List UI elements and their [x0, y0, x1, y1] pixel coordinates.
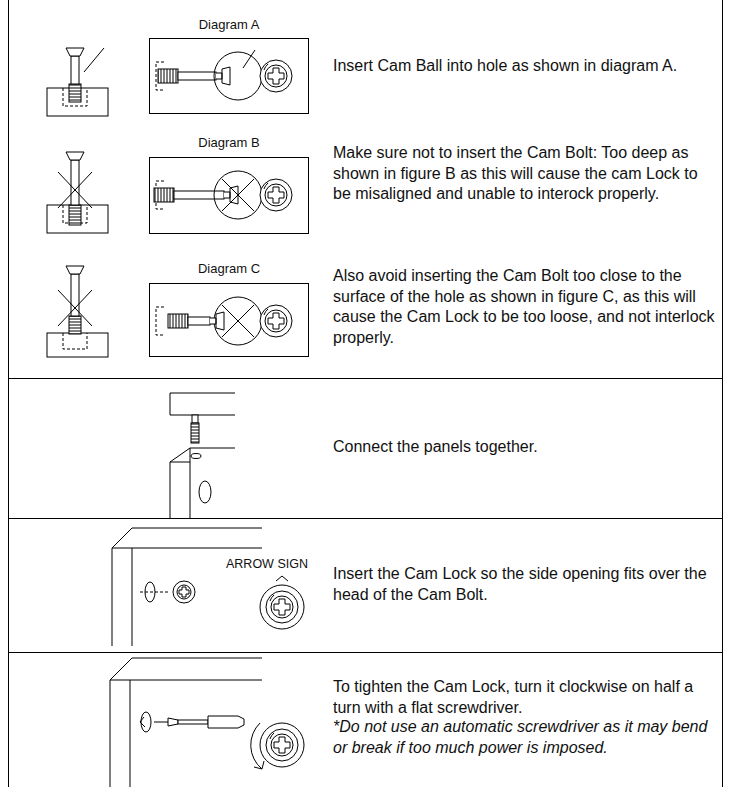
instruction-row: To tighten the Cam Lock, turn it clockwi… [8, 652, 723, 787]
diagram-frame [149, 283, 309, 357]
instruction-text: Make sure not to insert the Cam Bolt: To… [333, 143, 719, 205]
diagram-heading: Diagram C [141, 261, 317, 277]
diagram-frame [149, 157, 309, 234]
instruction-text: *Do not use an automatic screwdriver as … [333, 717, 719, 758]
instruction-text: Insert Cam Ball into hole as shown in di… [333, 56, 719, 77]
diagram-b-art [154, 171, 292, 219]
bolt-figure-a [47, 48, 108, 116]
diagram-heading: Diagram B [141, 135, 317, 151]
instruction-text: Connect the panels together. [333, 437, 719, 458]
diagram-panel: Diagram C [141, 260, 317, 358]
diagram-frame [149, 38, 309, 114]
diagram-panel: Diagram B [141, 134, 317, 235]
panel-figure [170, 393, 235, 518]
bolt-figure-c [47, 266, 108, 357]
diagram-heading: Diagram A [141, 17, 317, 33]
instruction-text: To tighten the Cam Lock, turn it clockwi… [333, 677, 719, 718]
part-label: ARROW SIGN [226, 557, 308, 571]
instruction-text: Insert the Cam Lock so the side opening … [333, 564, 719, 605]
instruction-text: Also avoid inserting the Cam Bolt too cl… [333, 266, 719, 348]
instruction-row: Insert Cam Ball into hole as shown in di… [8, 0, 723, 378]
bolt-figure-b [47, 152, 108, 233]
diagram-c-art [156, 297, 292, 345]
camlock-insert-figure [112, 528, 304, 646]
tighten-figure [110, 658, 304, 787]
instruction-row: Connect the panels together. [8, 378, 723, 518]
instruction-row: Insert the Cam Lock so the side opening … [8, 518, 723, 652]
diagram-panel: Diagram A [141, 16, 317, 115]
diagram-a-art [156, 50, 292, 100]
